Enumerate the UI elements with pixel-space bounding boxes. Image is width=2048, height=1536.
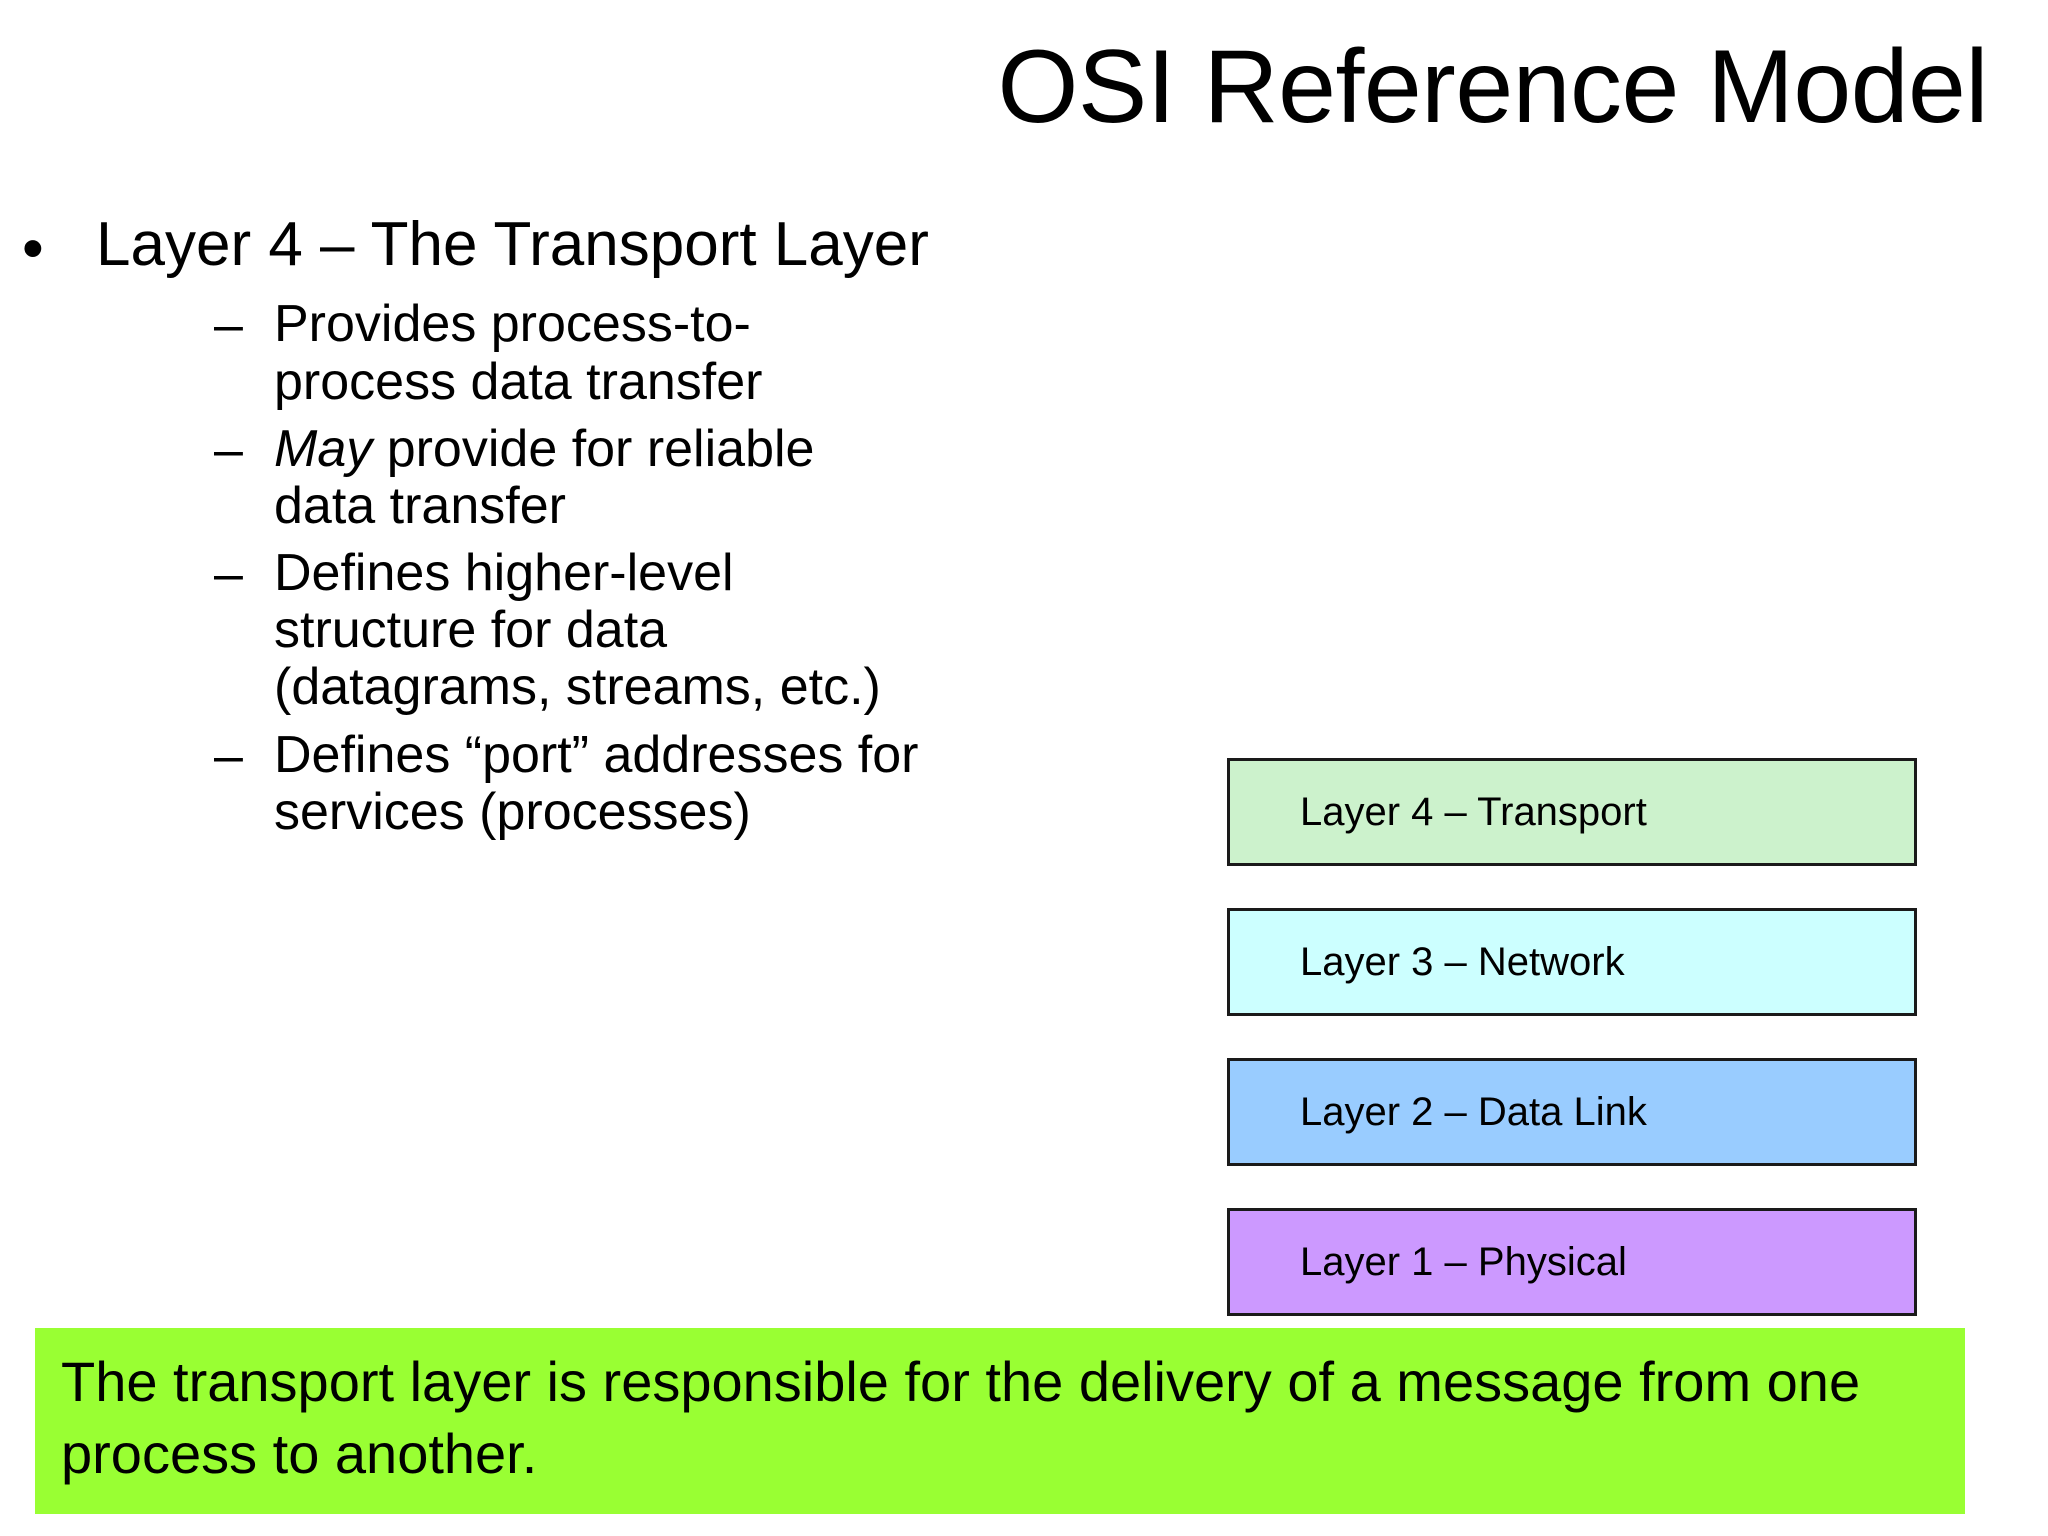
dash-marker-icon: – [214, 545, 243, 604]
layer-box-network: Layer 3 – Network [1227, 908, 1917, 1016]
bullet-level1-label: Layer 4 – The Transport Layer [96, 210, 929, 279]
bullet-dot-icon: • [22, 214, 44, 283]
sub-bullet-label-3: Defines higher-level structure for data … [274, 544, 881, 717]
sub-bullet-item-3: – Defines higher-level structure for dat… [96, 545, 930, 717]
dash-marker-icon: – [214, 296, 243, 355]
sub-bullet-item-4: – Defines “port” addresses for services … [96, 725, 930, 841]
sub-bullet-list: – Provides process-to-process data trans… [96, 296, 930, 841]
layer-box-physical-label: Layer 1 – Physical [1300, 1240, 1627, 1284]
bullet-list: • Layer 4 – The Transport Layer – Provid… [0, 210, 930, 851]
sub-bullet-emphasis-word: May [274, 419, 373, 478]
summary-banner-text: The transport layer is responsible for t… [61, 1350, 1861, 1485]
layer-box-transport: Layer 4 – Transport [1227, 758, 1917, 866]
sub-bullet-label-4: Defines “port” addresses for services (p… [274, 725, 919, 841]
sub-bullet-label-1: Provides process-to-process data transfe… [274, 295, 763, 411]
summary-banner: The transport layer is responsible for t… [35, 1328, 1965, 1514]
layer-box-transport-label: Layer 4 – Transport [1300, 790, 1647, 834]
layer-box-physical: Layer 1 – Physical [1227, 1208, 1917, 1316]
layer-box-data-link-label: Layer 2 – Data Link [1300, 1090, 1647, 1134]
layer-box-data-link: Layer 2 – Data Link [1227, 1058, 1917, 1166]
dash-marker-icon: – [214, 726, 243, 785]
sub-bullet-item-1: – Provides process-to-process data trans… [96, 295, 930, 411]
bullet-level1-item: • Layer 4 – The Transport Layer – Provid… [0, 210, 930, 841]
sub-bullet-item-2: – May provide for reliable data transfer [96, 419, 930, 535]
dash-marker-icon: – [214, 420, 243, 479]
page-title: OSI Reference Model [997, 29, 1988, 145]
sub-bullet-label-2: May provide for reliable data transfer [274, 419, 930, 535]
sub-bullet-rest-2: provide for reliable data transfer [274, 419, 815, 535]
layer-box-network-label: Layer 3 – Network [1300, 940, 1625, 984]
